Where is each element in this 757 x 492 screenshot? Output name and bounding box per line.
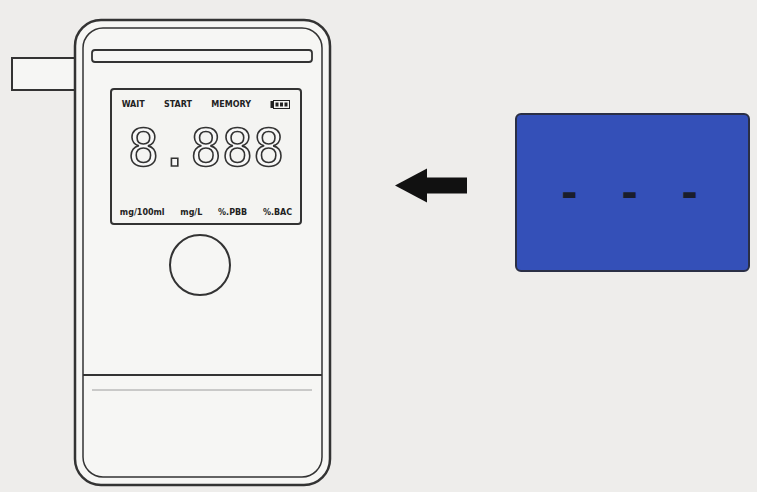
lcd-screen-blue: - - - bbox=[515, 113, 750, 272]
segment-dashes: - - - bbox=[557, 170, 707, 216]
lower-seam bbox=[83, 374, 322, 376]
battery-icon bbox=[270, 100, 290, 109]
lower-seam-shadow bbox=[92, 390, 312, 391]
unit-label: mg/100ml bbox=[120, 208, 165, 217]
power-button bbox=[170, 235, 230, 295]
housing-inner-edge bbox=[83, 28, 322, 477]
device-housing bbox=[75, 20, 330, 485]
unit-label: %.BAC bbox=[263, 208, 292, 217]
unit-row: mg/100ml mg/L %.PBB %.BAC bbox=[112, 208, 300, 217]
block-arrow bbox=[395, 169, 467, 203]
status-label: START bbox=[164, 100, 192, 109]
status-label: WAIT bbox=[122, 100, 145, 109]
status-row: WAIT START MEMORY bbox=[112, 100, 300, 109]
unit-label: mg/L bbox=[180, 208, 202, 217]
top-slot bbox=[92, 50, 312, 62]
segment-digits: 8.888 bbox=[112, 122, 300, 174]
mouthpiece bbox=[12, 58, 78, 90]
unit-label: %.PBB bbox=[218, 208, 247, 217]
status-label: MEMORY bbox=[211, 100, 251, 109]
lcd-display: 8.888 WAIT START MEMORY mg/100ml mg/L %.PBB %.B… bbox=[110, 88, 302, 225]
